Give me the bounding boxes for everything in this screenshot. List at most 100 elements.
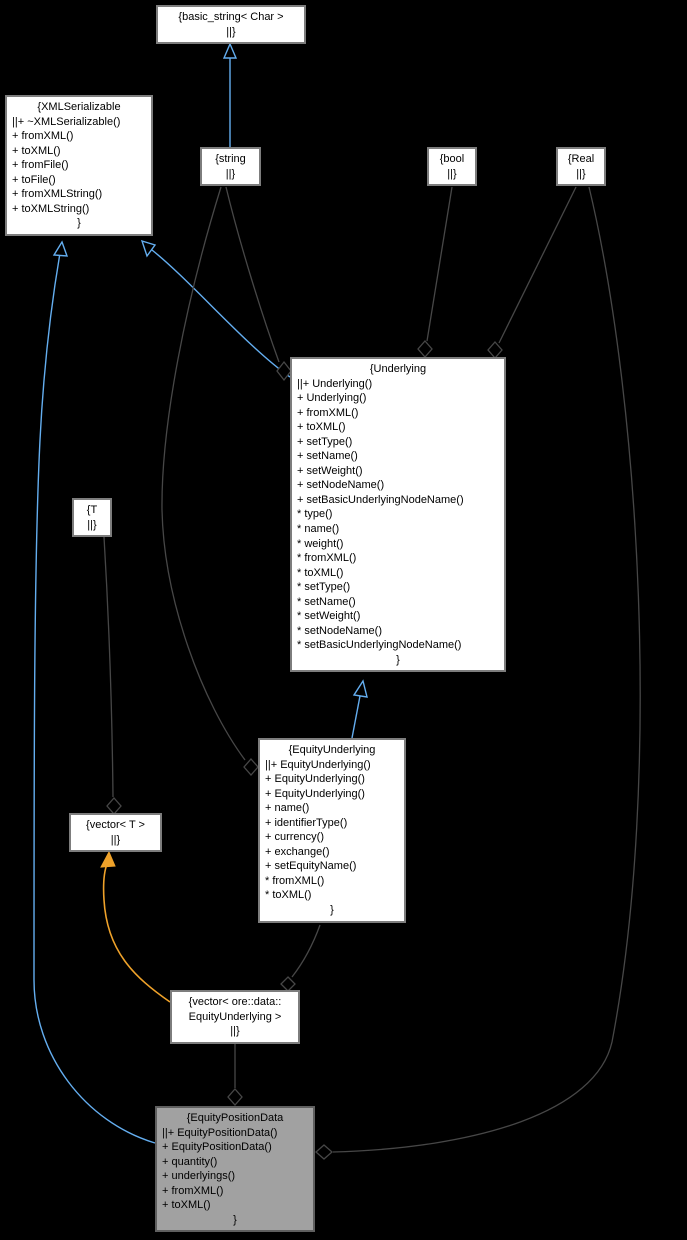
arrowhead-icon (352, 679, 368, 698)
class-title: {vector< T > (86, 819, 145, 831)
class-title: {Underlying (369, 363, 427, 375)
class-member: + setWeight() (297, 464, 363, 477)
aggregation-diamond-icon (487, 341, 503, 359)
edge-aggregation-string-to-underlying (225, 186, 292, 382)
class-member: ||+ ~XMLSerializable() (12, 115, 121, 128)
class-title: {Real (567, 153, 595, 165)
class-member: + fromXML() (12, 130, 74, 143)
class-member: + name() (265, 802, 310, 815)
class-member: } (233, 1213, 237, 1226)
edge-aggregation-vector-equity-underlying-to-equity-position-data (227, 1044, 243, 1106)
class-member: + setEquityName() (265, 860, 357, 873)
class-node-vector-t[interactable]: {vector< T > ||} (69, 813, 162, 853)
class-member: ||+ Underlying() (297, 377, 373, 390)
class-member: * weight() (297, 537, 344, 550)
edge-template-instantiation-vector-equity-underlying-to-vector-t (100, 850, 171, 1003)
class-member: + underlyings() (162, 1170, 236, 1183)
class-member: } (77, 217, 81, 230)
class-member: ||} (225, 167, 236, 180)
edge-line (426, 186, 453, 342)
aggregation-diamond-icon (243, 758, 259, 776)
class-member: + fromXML() (297, 406, 359, 419)
class-member: ||} (110, 833, 121, 846)
class-member: + setNodeName() (297, 479, 385, 492)
class-member: + setBasicUnderlyingNodeName() (297, 493, 464, 506)
class-member: } (396, 653, 400, 666)
aggregation-diamond-icon (417, 340, 433, 358)
edge-line (498, 186, 577, 344)
class-title: {T (86, 504, 98, 516)
edge-aggregation-equity-underlying-to-vector-equity-underlying (280, 924, 321, 992)
edge-inheritance-string-to-basic-string (222, 42, 238, 147)
class-member: * toXML() (297, 566, 344, 579)
class-title: {basic_string< Char > (178, 11, 284, 23)
edge-line (161, 186, 246, 761)
class-node-t[interactable]: {T ||} (72, 498, 112, 538)
class-member: + EquityPositionData() (162, 1141, 272, 1154)
class-member: ||} (226, 25, 236, 38)
aggregation-diamond-icon (280, 976, 296, 992)
edge-line (33, 252, 156, 1144)
class-member: * setBasicUnderlyingNodeName() (297, 639, 462, 652)
edge-line (151, 249, 291, 378)
class-member: ||} (87, 518, 97, 531)
class-node-real[interactable]: {Real||} (556, 147, 606, 187)
class-member: * setName() (297, 595, 356, 608)
class-member: + toXML() (162, 1199, 211, 1212)
class-member: * setType() (297, 581, 351, 594)
class-member: + Underlying() (297, 392, 367, 405)
class-title: {XMLSerializable (37, 101, 121, 113)
class-member: EquityUnderlying > (188, 1010, 282, 1023)
class-title: {string (215, 153, 246, 165)
class-member: + toXML() (12, 144, 61, 157)
class-node-equity-position-data[interactable]: {EquityPositionData||+ EquityPositionDat… (155, 1106, 315, 1233)
aggregation-diamond-icon (106, 797, 122, 815)
class-member: + exchange() (265, 845, 330, 858)
edge-line (225, 186, 280, 363)
class-node-bool[interactable]: {bool ||} (427, 147, 477, 187)
aggregation-diamond-icon (276, 360, 292, 382)
class-title: {vector< ore::data:: (188, 996, 282, 1008)
class-member: ||} (447, 167, 457, 180)
class-member: * type() (297, 508, 333, 521)
aggregation-diamond-icon (315, 1144, 333, 1160)
class-member: + EquityUnderlying() (265, 773, 365, 786)
class-member: + setName() (297, 450, 358, 463)
class-member: + fromXMLString() (12, 188, 103, 201)
edge-line (351, 695, 361, 739)
class-node-xml-serializable[interactable]: {XMLSerializable ||+ ~XMLSerializable() + … (5, 95, 153, 236)
class-member: + currency() (265, 831, 324, 844)
class-member: + identifierType() (265, 816, 348, 829)
class-node-string[interactable]: {string ||} (200, 147, 261, 187)
arrowhead-icon (100, 850, 116, 868)
class-title: {bool (439, 153, 465, 165)
class-member: } (330, 904, 334, 917)
edge-line (332, 186, 641, 1153)
edge-inheritance-underlying-to-xml-serializable (140, 239, 291, 378)
edge-line (102, 863, 171, 1003)
edge-inheritance-equity-position-data-to-xml-serializable (33, 240, 156, 1144)
class-node-underlying[interactable]: {Underlying ||+ Underlying() + Underlying(… (290, 357, 506, 673)
edge-aggregation-real-to-underlying (487, 186, 577, 359)
edge-aggregation-real-to-equity-position-data (315, 186, 641, 1160)
class-node-basic-string[interactable]: {basic_string< Char > ||} (156, 5, 306, 45)
class-member: * fromXML() (265, 874, 325, 887)
edge-line (291, 924, 321, 978)
class-member: * toXML() (265, 889, 312, 902)
class-node-equity-underlying[interactable]: {EquityUnderlying||+ EquityUnderlying()+… (258, 738, 406, 923)
class-member: ||} (230, 1025, 240, 1038)
class-member: + toFile() (12, 173, 56, 186)
class-member: + fromXML() (162, 1184, 224, 1197)
class-member: * name() (297, 523, 340, 536)
class-member: * setNodeName() (297, 624, 382, 637)
class-member: ||+ EquityPositionData() (162, 1126, 278, 1139)
class-member: + toXML() (297, 421, 346, 434)
edge-line (103, 536, 114, 798)
edge-aggregation-t-to-vector-t (103, 536, 122, 815)
class-member: + fromFile() (12, 159, 69, 172)
aggregation-diamond-icon (227, 1088, 243, 1106)
class-node-vector-equity-underlying[interactable]: {vector< ore::data::EquityUnderlying >||… (170, 990, 300, 1044)
class-member: ||+ EquityUnderlying() (265, 758, 371, 771)
arrowhead-icon (140, 239, 157, 258)
edge-aggregation-bool-to-underlying (417, 186, 453, 358)
